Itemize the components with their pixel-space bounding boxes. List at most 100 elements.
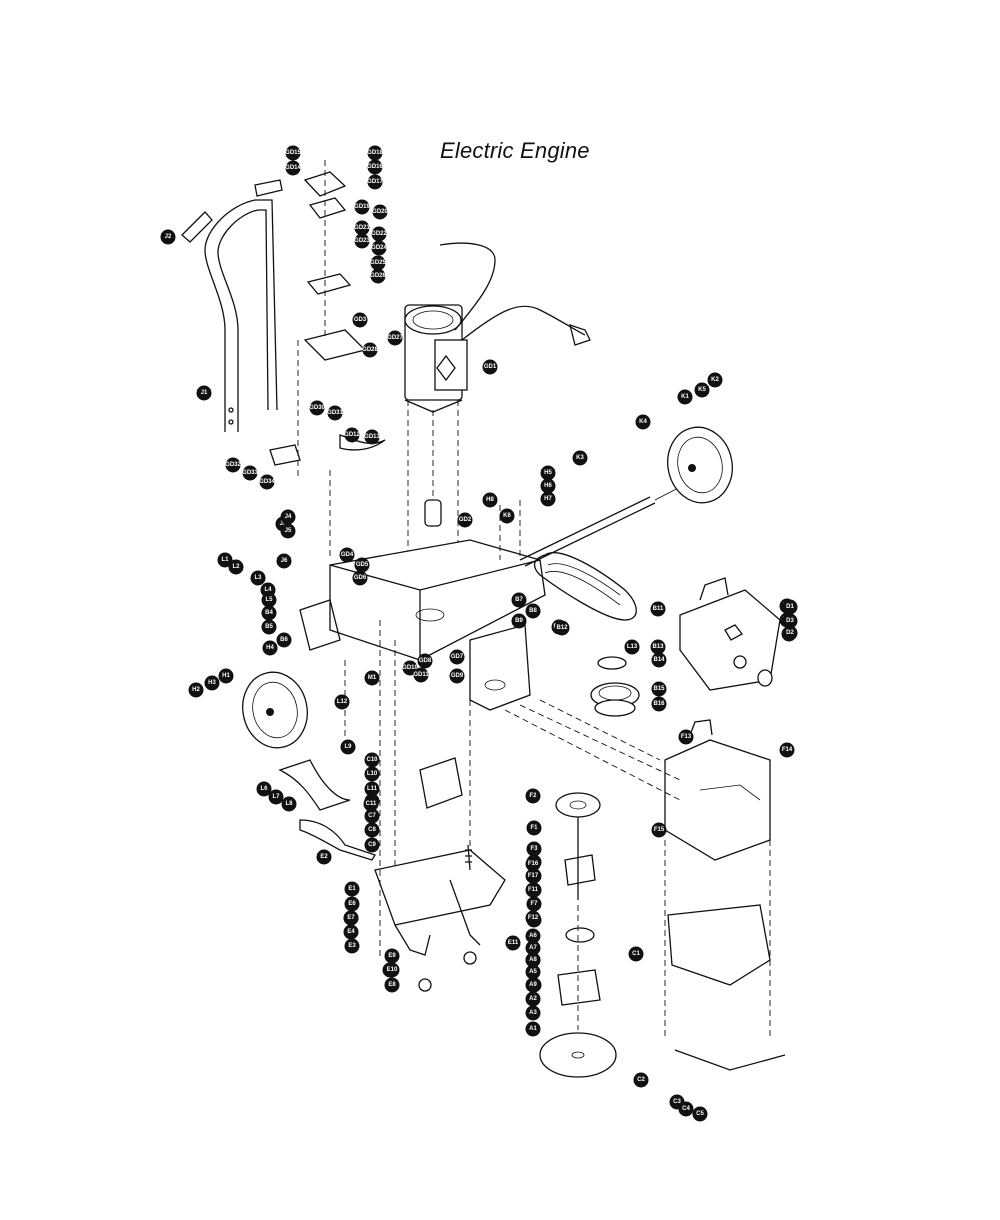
callout-c9: C9: [364, 837, 380, 853]
callout-b5: B5: [261, 619, 277, 635]
callout-gd6: GD6: [352, 570, 368, 586]
callout-label: E11: [508, 940, 519, 946]
callout-bubble: [367, 174, 383, 190]
callout-bubble: [218, 668, 234, 684]
callout-gd12: GD12: [344, 427, 360, 443]
callout-label: E7: [347, 915, 355, 921]
callout-bubble: [367, 159, 383, 175]
callout-bubble: [281, 796, 297, 812]
callout-bubble: [482, 492, 498, 508]
callout-bubble: [340, 739, 356, 755]
callout-bubble: [677, 389, 693, 405]
handle-assembly: [181, 179, 283, 432]
bracket-stack: [269, 160, 386, 480]
callout-h3: H3: [204, 675, 220, 691]
callout-label: L4: [264, 587, 272, 593]
callout-bubble: [364, 837, 380, 853]
callout-gd19: GD19: [354, 199, 370, 215]
callout-label: GD6: [354, 575, 367, 581]
callout-label: K1: [681, 394, 689, 400]
callout-label: GD12: [344, 432, 360, 438]
callout-bubble: [362, 342, 378, 358]
callout-label: L7: [272, 794, 280, 800]
callout-l9: L9: [340, 739, 356, 755]
callout-label: B6: [280, 637, 288, 643]
callout-label: GD23: [354, 238, 370, 244]
callout-gd1: GD1: [482, 359, 498, 375]
callout-label: C8: [368, 827, 376, 833]
callout-label: D3: [786, 618, 794, 624]
callout-label: H5: [544, 470, 552, 476]
callout-gd16: GD16: [367, 159, 383, 175]
callout-bubble: [364, 670, 380, 686]
callout-l8: L8: [281, 796, 297, 812]
callout-e9: E9: [384, 948, 400, 964]
callout-bubble: [633, 1072, 649, 1088]
callout-label: GD4: [341, 552, 354, 558]
callout-f1: F1: [526, 820, 542, 836]
callout-bubble: [160, 229, 176, 245]
callout-k4: K4: [635, 414, 651, 430]
callout-label: F14: [782, 747, 793, 753]
callout-e10: E10: [384, 962, 400, 978]
callout-label: GD32: [225, 462, 241, 468]
wheel-left: [242, 671, 308, 749]
callout-l1: L1: [217, 552, 233, 568]
callout-label: F13: [681, 734, 692, 740]
callout-bubble: [779, 742, 795, 758]
callout-gd33: GD33: [242, 465, 258, 481]
callout-label: J6: [281, 558, 288, 564]
callout-e6: E6: [344, 896, 360, 912]
callout-bubble: [354, 233, 370, 249]
callout-c8: C8: [364, 822, 380, 838]
callout-k1: K1: [677, 389, 693, 405]
pulley-stack: [590, 656, 640, 717]
callout-label: E10: [387, 967, 398, 973]
callout-b8: B8: [525, 603, 541, 619]
callout-bubble: [525, 1021, 541, 1037]
callout-label: J5: [285, 528, 292, 534]
callout-label: L1: [221, 557, 229, 563]
assembly-guides: [329, 470, 681, 960]
callout-label: E6: [348, 901, 356, 907]
callout-bubble: [449, 649, 465, 665]
callout-d3: D3: [782, 613, 798, 629]
callout-label: H8: [486, 497, 494, 503]
callout-bubble: [344, 427, 360, 443]
callout-bubble: [402, 660, 418, 676]
callout-label: C2: [637, 1077, 645, 1083]
callout-label: A7: [529, 945, 537, 951]
callout-l12: L12: [334, 694, 350, 710]
callout-label: B4: [265, 610, 273, 616]
callout-gd31: GD31: [327, 405, 343, 421]
callout-bubble: [525, 868, 541, 884]
callout-label: F7: [530, 901, 538, 907]
callout-bubble: [525, 788, 541, 804]
callout-k2: K2: [707, 372, 723, 388]
callout-bubble: [624, 639, 640, 655]
callout-bubble: [525, 1005, 541, 1021]
callout-label: C4: [682, 1106, 690, 1112]
callout-f17: F17: [525, 868, 541, 884]
callout-l6: L6: [256, 781, 272, 797]
callout-bubble: [276, 632, 292, 648]
callout-gd24: GD24: [371, 240, 387, 256]
lower-frame: [374, 757, 506, 992]
callout-gd3: GD3: [352, 312, 368, 328]
callout-e11: E11: [505, 935, 521, 951]
callout-gd7: GD7: [449, 649, 465, 665]
callout-f16: F16: [525, 856, 541, 872]
callout-gd25: GD25: [370, 255, 386, 271]
callout-label: A5: [529, 969, 537, 975]
callout-gd27: GD27: [387, 330, 403, 346]
callout-label: L2: [232, 564, 240, 570]
callout-e1: E1: [344, 881, 360, 897]
callout-label: L9: [344, 744, 352, 750]
callout-label: GD30: [309, 405, 325, 411]
callout-label: L3: [254, 575, 262, 581]
callout-f12: F12: [525, 910, 541, 926]
callout-label: H7: [544, 496, 552, 502]
callout-bubble: [262, 640, 278, 656]
callout-b14: B14: [651, 652, 667, 668]
callout-h7: H7: [540, 491, 556, 507]
